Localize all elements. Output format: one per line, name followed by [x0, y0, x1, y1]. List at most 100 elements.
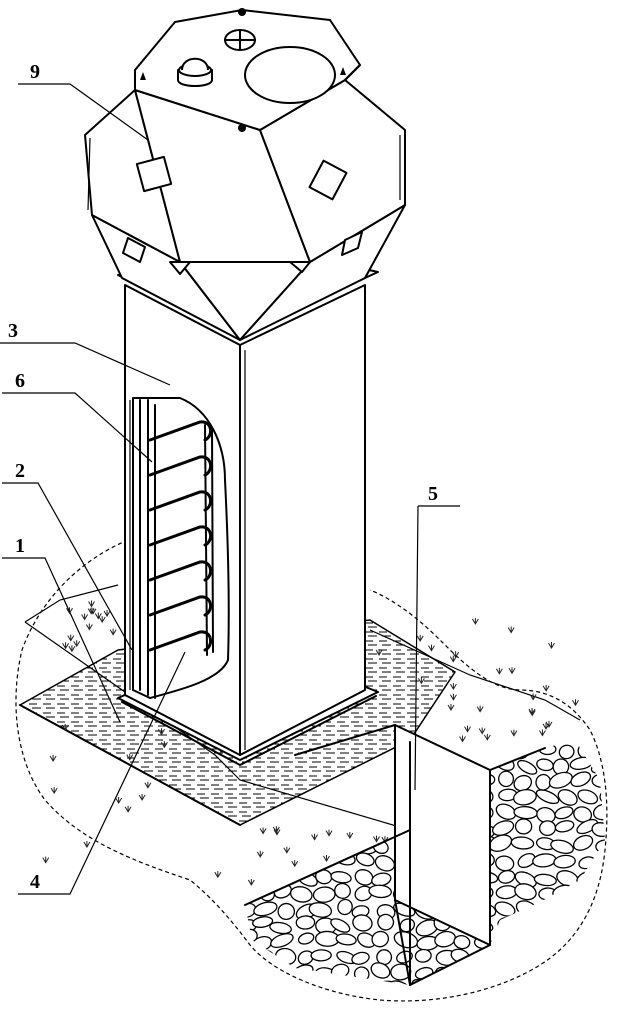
gravel-stone	[297, 932, 315, 945]
gravel-stone	[278, 822, 295, 840]
gravel-stone	[497, 743, 519, 757]
grass-mark	[98, 616, 106, 624]
gravel-stone	[556, 722, 579, 739]
gravel-stone	[253, 901, 278, 917]
grass-mark	[291, 860, 299, 868]
grass-mark	[375, 648, 383, 656]
callout-3: 3	[0, 320, 171, 386]
gravel-stone	[295, 915, 316, 930]
grass-mark	[464, 725, 471, 733]
gravel-stone	[572, 834, 594, 851]
grass-mark	[81, 613, 89, 621]
gravel-stone	[253, 820, 270, 837]
gravel-stone	[588, 919, 605, 934]
gravel-stone	[376, 807, 392, 820]
grass-mark	[88, 600, 95, 608]
polyhedral-head	[84, 8, 406, 341]
gravel-stone	[590, 872, 605, 886]
grass-mark	[283, 846, 291, 854]
gravel-stone	[245, 884, 254, 902]
grass-mark	[447, 703, 455, 711]
grass-mark	[68, 645, 76, 653]
cross-hatch-window	[224, 29, 256, 51]
gravel-stone	[598, 887, 605, 902]
grass-mark	[160, 741, 168, 749]
grass-mark	[144, 781, 152, 789]
grass-mark	[459, 735, 466, 743]
grass-mark	[83, 841, 91, 848]
gravel-stone	[288, 806, 312, 824]
gravel-stone	[537, 980, 555, 985]
gravel-stone	[510, 836, 535, 850]
gravel-stone	[590, 744, 605, 760]
gravel-stone	[330, 918, 351, 933]
gravel-stone	[576, 818, 599, 835]
gravel-stone	[355, 773, 380, 792]
gravel-stone	[308, 902, 333, 918]
gravel-stone	[557, 789, 578, 806]
gravel-stone	[336, 790, 358, 808]
gravel-stone	[310, 821, 335, 838]
gravel-stone	[315, 869, 333, 885]
gravel-stone	[414, 948, 432, 963]
gravel-stone	[245, 902, 257, 918]
gravel-stone	[591, 772, 605, 789]
gravel-stone	[289, 886, 313, 903]
grass-mark	[272, 826, 280, 834]
grass-mark	[373, 835, 380, 843]
gravel-stone	[553, 854, 576, 869]
gravel-stone	[377, 913, 395, 931]
svg-text:1: 1	[15, 535, 25, 557]
gravel-stone	[458, 966, 474, 981]
gravel-stone	[269, 921, 292, 935]
gravel-stone	[492, 968, 515, 983]
grass-mark	[529, 693, 537, 701]
grass-mark	[428, 644, 435, 652]
gravel-stone	[377, 758, 396, 773]
grass-mark	[126, 753, 134, 761]
gravel-stone	[454, 983, 471, 985]
beacon-light	[177, 57, 213, 87]
gravel-stone	[368, 884, 392, 899]
gravel-stone	[531, 914, 552, 932]
gravel-stone	[252, 916, 274, 928]
grass-mark	[311, 833, 318, 841]
grass-mark	[103, 610, 111, 618]
svg-text:4: 4	[30, 871, 40, 893]
gravel-stone	[578, 918, 596, 933]
gravel-stone	[558, 978, 577, 985]
gravel-stone	[334, 882, 351, 899]
grass-mark	[49, 755, 57, 763]
grass-mark	[449, 655, 457, 663]
gravel-stone	[533, 873, 557, 887]
grass-mark	[507, 626, 515, 634]
gravel-stone	[375, 789, 396, 804]
grass-mark	[416, 634, 424, 642]
gravel-stone	[310, 949, 332, 962]
svg-text:5: 5	[428, 483, 438, 505]
grass-mark	[508, 667, 516, 675]
gravel-stone	[514, 883, 537, 901]
gravel-stone	[251, 980, 270, 985]
gravel-stone	[453, 935, 471, 950]
gravel-stone	[550, 950, 572, 967]
gravel-stone	[352, 786, 373, 803]
gravel-stone	[352, 983, 376, 985]
gravel-stone	[337, 898, 353, 916]
column-body	[117, 284, 379, 766]
gravel-stone	[318, 806, 335, 825]
grass-mark	[539, 729, 546, 737]
grass-mark	[158, 728, 165, 736]
gravel-stone	[495, 803, 517, 820]
gravel-stone	[429, 720, 454, 741]
gravel-stone	[590, 966, 605, 985]
grass-mark	[325, 829, 333, 837]
gravel-stone	[245, 868, 256, 883]
callout-2: 2	[2, 460, 133, 651]
grass-mark	[115, 797, 123, 804]
grass-mark	[256, 850, 264, 858]
gravel-stone	[245, 852, 249, 869]
gravel-stone	[372, 771, 390, 787]
grass-mark	[495, 667, 503, 675]
grass-mark	[449, 683, 457, 691]
